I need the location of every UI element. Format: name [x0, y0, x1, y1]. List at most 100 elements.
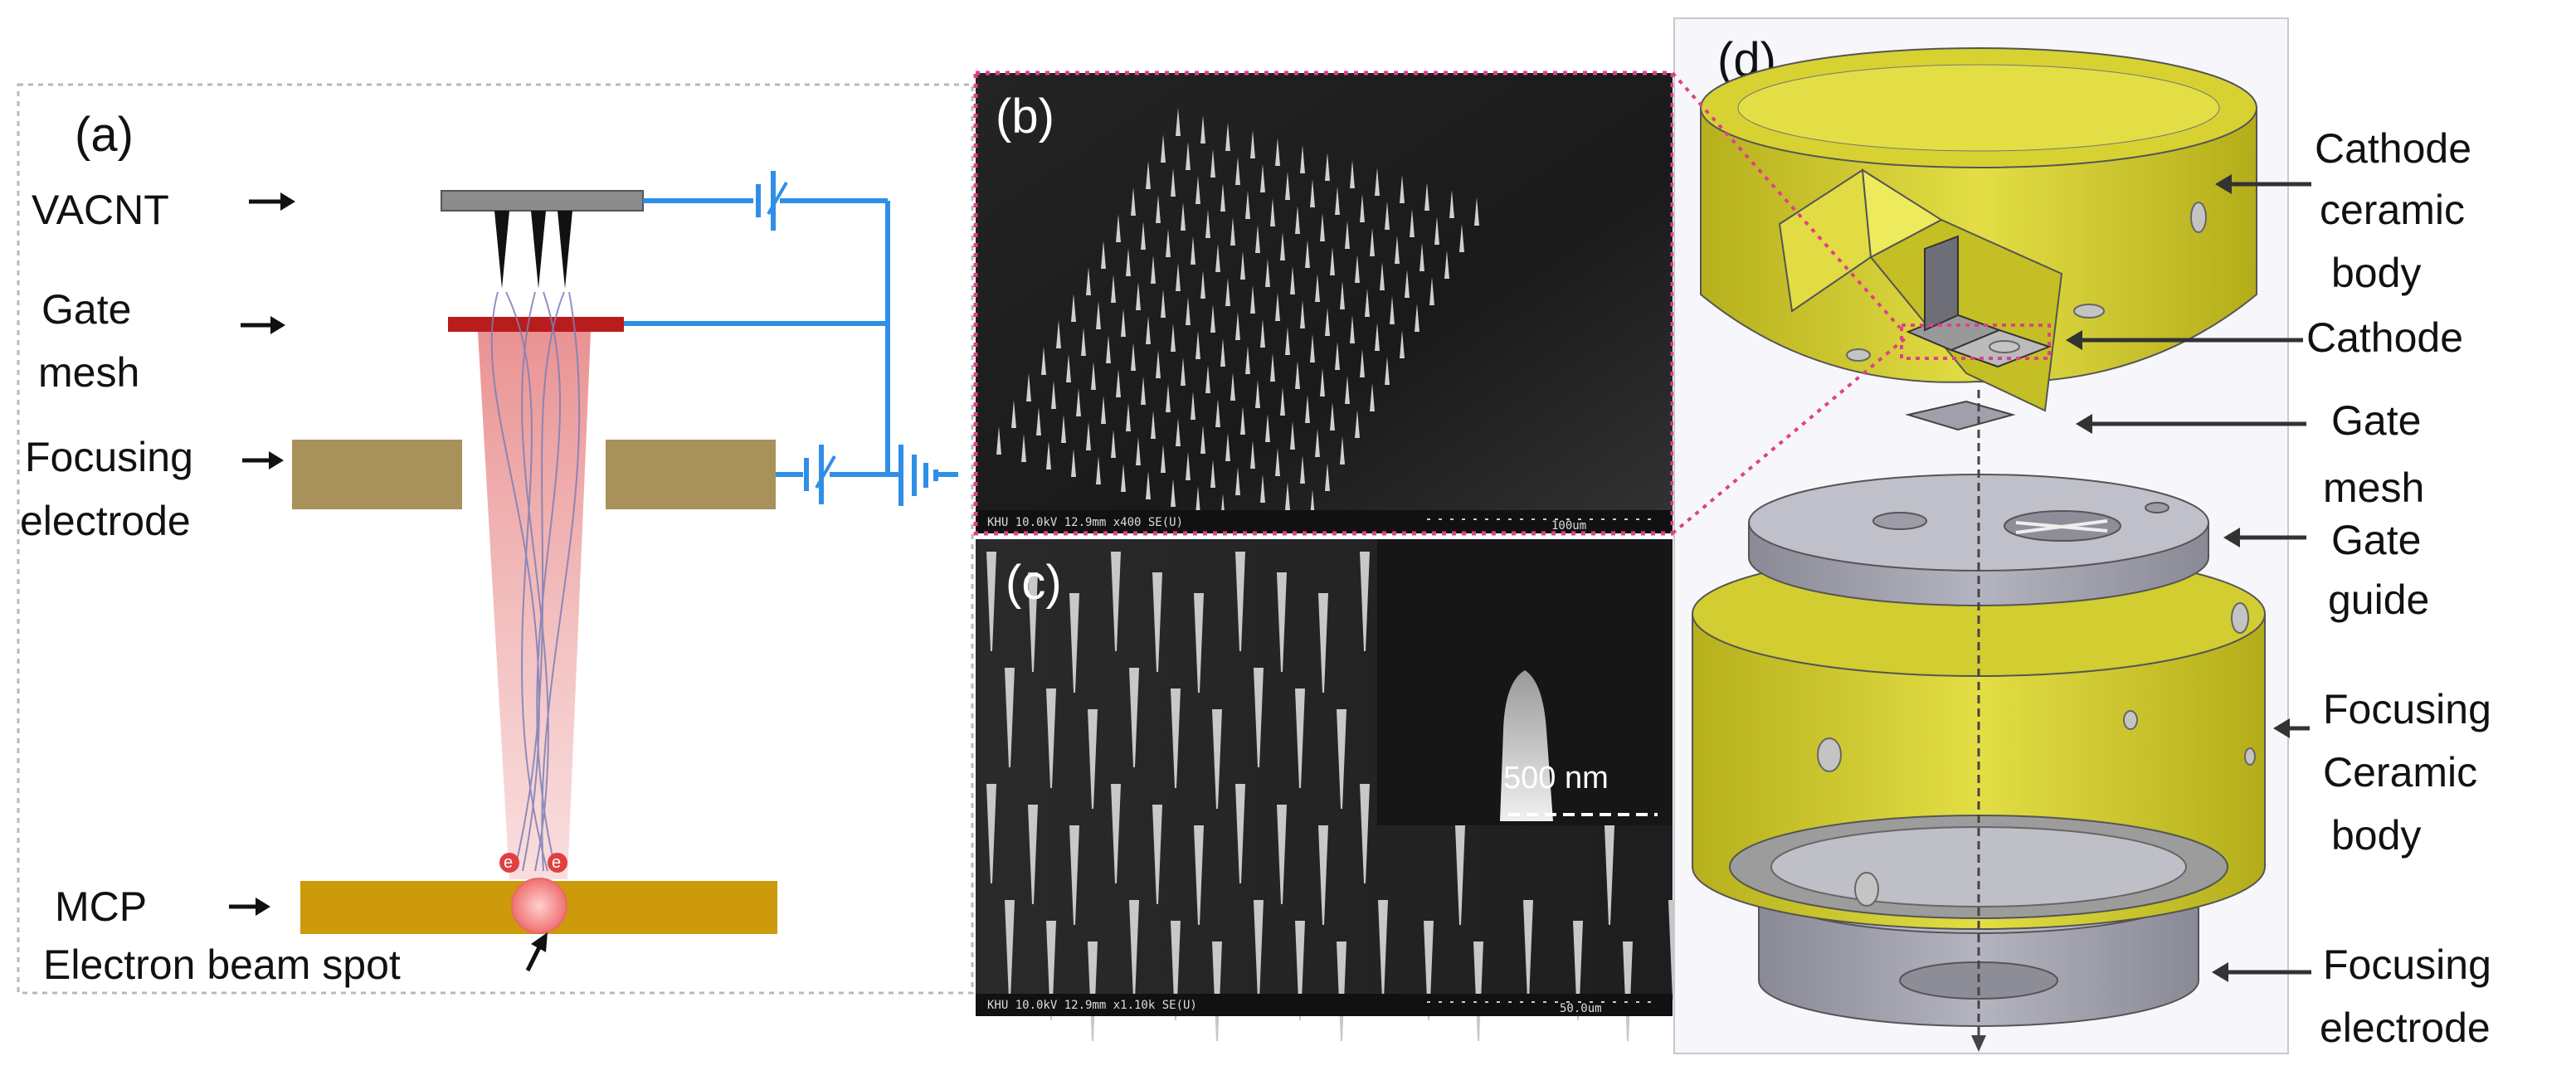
label-gate: Gate [41, 286, 131, 333]
cnt-tip [1270, 353, 1275, 382]
svg-text:Cathode: Cathode [2315, 125, 2471, 172]
focusing-electrode-left [292, 440, 462, 509]
cnt-tip [1265, 414, 1270, 442]
cnt-tip [1310, 179, 1315, 207]
cnt-tip [1131, 343, 1136, 371]
cnt-tip [1405, 270, 1410, 298]
cnt-tip [1136, 437, 1141, 465]
cnt-tip [1186, 142, 1191, 170]
cnt-array-b [996, 108, 1479, 522]
cnt-tip [1205, 210, 1210, 238]
cnt-tip [1116, 214, 1121, 242]
panel-b-label: (b) [996, 90, 1054, 144]
panel-d: (d) [1671, 17, 2491, 1054]
cnt-tip [1111, 275, 1116, 303]
label-gate-mesh: Gate mesh [2323, 397, 2424, 511]
cnt-tip [1400, 175, 1405, 203]
cnt-tip [1265, 259, 1270, 287]
arrow-cathode [2066, 330, 2303, 350]
cnt-tip [1171, 324, 1176, 352]
cnt-tip [1235, 312, 1240, 340]
svg-text:e: e [504, 854, 513, 872]
cnt-tip [1046, 921, 1056, 1020]
label-mesh: mesh [38, 349, 139, 396]
cnt-tip [1088, 941, 1098, 1041]
cnt-tip [1378, 900, 1388, 1000]
cnt-tip [1101, 396, 1106, 424]
cnt-tip [1360, 349, 1365, 377]
cnt-tip [1161, 445, 1166, 473]
cnt-tip [1195, 331, 1200, 359]
cnt-tip [1121, 464, 1126, 492]
cnt-tip [1260, 164, 1265, 192]
cnt-tip [1071, 449, 1076, 477]
cnt-tip [1066, 354, 1071, 382]
cnt-tip [1360, 552, 1370, 651]
cnt-tip [996, 426, 1001, 455]
cnt-tip [1129, 668, 1139, 767]
cnt-tip [1415, 304, 1419, 332]
svg-text:e: e [552, 854, 561, 872]
cnt-tip [1325, 153, 1330, 181]
axis-arrowhead [1971, 1035, 1986, 1052]
focusing-ceramic-body-3d [1692, 551, 2266, 930]
cnt-tip [1250, 285, 1255, 314]
cnt-tip [1166, 384, 1171, 412]
cnt-tip [1305, 395, 1310, 423]
cnt-tip [1176, 108, 1181, 136]
cnt-tip [1360, 784, 1370, 883]
arrow-spot [525, 932, 548, 972]
arrow-focusing-body [2273, 718, 2310, 738]
cnt-tip [1161, 134, 1166, 163]
beam-trajectories [490, 291, 581, 872]
cnt-tip [1136, 282, 1141, 310]
highlight-box-b [973, 71, 1675, 536]
cnt-tip [1275, 448, 1280, 476]
inset-cnt-tip [1500, 670, 1553, 821]
sem-c-info-bar [976, 994, 1673, 1016]
cnt-tip [1285, 327, 1290, 355]
cnt-tip [1069, 593, 1079, 693]
cnt-tip [1345, 376, 1350, 404]
cnt-tip [1395, 236, 1400, 264]
cnt-tip [1026, 373, 1031, 401]
cnt-tip [1255, 225, 1260, 253]
vacnt-tip-3 [558, 211, 572, 289]
cnt-tip [1275, 293, 1280, 321]
cnt-tip [1235, 157, 1240, 185]
svg-text:guide: guide [2328, 577, 2429, 623]
cnt-tip [1325, 308, 1330, 336]
vacnt-tip-1 [494, 211, 509, 289]
battery-top [756, 171, 788, 231]
cnt-tip [1186, 452, 1191, 480]
svg-text:Focusing: Focusing [2323, 941, 2491, 988]
cnt-tip [1225, 123, 1230, 151]
svg-text:Focusing: Focusing [2323, 686, 2491, 732]
cnt-tip [1245, 346, 1250, 374]
cnt-tip [1330, 402, 1335, 431]
cnt-tip [1088, 709, 1098, 809]
cnt-tip [1028, 572, 1038, 672]
cnt-tip [1345, 221, 1350, 249]
cnt-tip [1330, 247, 1335, 275]
cnt-tip [1474, 197, 1479, 226]
cnt-tip [1069, 825, 1079, 925]
cnt-tip [1151, 411, 1156, 439]
cnt-tip [1141, 221, 1146, 250]
cnt-tip [1365, 289, 1370, 317]
cnt-tip [1056, 320, 1061, 348]
cnt-tip [1151, 255, 1156, 284]
cnt-tip [1091, 362, 1096, 390]
cnt-tip [1605, 825, 1614, 925]
cnt-tip [1254, 668, 1264, 767]
cnt-tip [1152, 805, 1162, 904]
cnt-tip [1106, 335, 1111, 363]
cnt-tip [1300, 145, 1305, 173]
cnt-tip [1315, 274, 1320, 302]
svg-text:body: body [2331, 250, 2421, 296]
cnt-tip [1086, 267, 1091, 295]
cnt-tip [1473, 941, 1483, 1041]
cnt-tip [1295, 361, 1300, 389]
